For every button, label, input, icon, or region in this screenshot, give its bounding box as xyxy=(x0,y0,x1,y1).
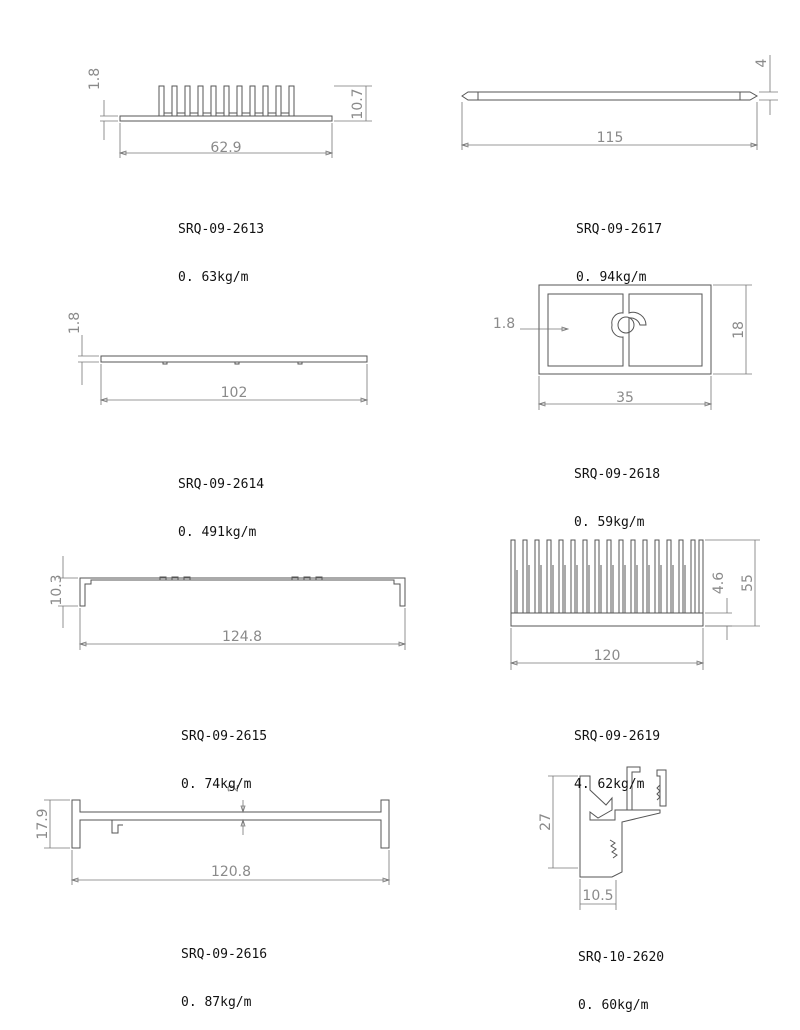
dim-line-2613-base xyxy=(100,100,118,140)
dim-2616-height: 17.9 xyxy=(35,808,51,839)
profile-weight: 0. 74kg/m xyxy=(181,777,252,792)
dim-line-2613-width xyxy=(118,123,334,158)
plate-2614-outline xyxy=(100,355,368,363)
profile-code: SRQ-09-2617 xyxy=(576,222,663,237)
heatsink-2613-fins xyxy=(158,85,295,116)
dim-2619-base: 4.6 xyxy=(711,572,727,594)
caption-srq-09-2616: SRQ-09-2616 0. 87kg/m xyxy=(181,915,267,1027)
caption-srq-09-2614: SRQ-09-2614 0. 491kg/m xyxy=(178,445,264,557)
profile-drawing-sheet: 62.9 1.8 10.7 115 4 102 1.8 35 18 1.8 xyxy=(35,55,778,910)
caption-srq-09-2613: SRQ-09-2613 0. 63kg/m xyxy=(178,190,264,302)
dim-2614-width: 102 xyxy=(221,385,248,401)
heatsink-2619-fins xyxy=(510,539,704,613)
dim-2619-width: 120 xyxy=(594,648,621,664)
dim-2614-thickness: 1.8 xyxy=(67,312,83,334)
dim-line-2619-height xyxy=(705,539,760,627)
clip-2620-outline xyxy=(579,766,667,878)
tube-2618-cavity-left xyxy=(547,293,624,367)
dim-2613-height: 10.7 xyxy=(350,88,366,119)
caption-srq-09-2619: SRQ-09-2619 4. 62kg/m xyxy=(574,697,660,809)
drawing-srq-09-2614: 102 1.8 xyxy=(67,312,369,405)
dim-line-2619-base xyxy=(705,598,732,640)
drawing-srq-09-2618: 35 18 1.8 xyxy=(493,284,752,410)
dim-line-2614-width xyxy=(99,364,369,405)
profile-weight: 0. 94kg/m xyxy=(576,270,647,285)
dim-line-2619-width xyxy=(509,628,705,670)
dim-2613-base: 1.8 xyxy=(87,68,103,90)
dim-line-2616-thickness xyxy=(240,800,246,835)
drawing-srq-09-2616: 120.8 17.9 2 xyxy=(35,784,391,885)
profile-weight: 4. 62kg/m xyxy=(574,777,645,792)
profile-weight: 0. 59kg/m xyxy=(574,515,645,530)
dim-line-2618-width xyxy=(537,376,713,410)
dim-2619-height: 55 xyxy=(740,574,756,592)
tube-2618-cavity-right xyxy=(628,293,703,367)
profile-weight: 0. 63kg/m xyxy=(178,270,249,285)
dim-line-2617-width xyxy=(460,102,759,150)
profile-weight: 0. 60kg/m xyxy=(578,998,649,1013)
dim-line-2618-wall xyxy=(520,326,570,332)
profile-code: SRQ-09-2618 xyxy=(574,467,661,482)
caption-srq-09-2615: SRQ-09-2615 0. 74kg/m xyxy=(181,697,267,809)
caption-srq-09-2617: SRQ-09-2617 0. 94kg/m xyxy=(576,190,662,302)
dim-2617-thickness: 4 xyxy=(754,58,770,67)
dim-2618-height: 18 xyxy=(731,321,747,339)
profile-weight: 0. 87kg/m xyxy=(181,995,252,1010)
drawing-srq-10-2620: 27 10.5 xyxy=(538,766,667,910)
drawing-srq-09-2619: 120 4.6 55 xyxy=(509,539,760,670)
dim-2620-width: 10.5 xyxy=(582,888,613,904)
profile-code: SRQ-10-2620 xyxy=(578,950,665,965)
cover-2615-outline xyxy=(79,577,406,607)
profile-code: SRQ-09-2614 xyxy=(178,477,265,492)
dim-line-2616-width xyxy=(70,850,391,885)
drawing-srq-09-2617: 115 4 xyxy=(460,55,778,150)
drawing-srq-09-2615: 124.8 10.3 xyxy=(49,556,407,650)
dim-2617-width: 115 xyxy=(597,130,624,146)
dim-2615-height: 10.3 xyxy=(49,574,65,605)
dim-line-2614-thickness xyxy=(78,335,99,385)
plate-2617-outline xyxy=(461,91,759,101)
dim-2618-width: 35 xyxy=(616,390,634,406)
dim-line-2615-width xyxy=(78,608,407,650)
dim-line-2620-width xyxy=(579,879,617,910)
heatsink-2619-base xyxy=(510,612,704,627)
dim-2620-height: 27 xyxy=(538,813,554,831)
dim-line-2615-height xyxy=(58,556,78,628)
heatsink-2613-outline xyxy=(119,115,333,122)
dim-line-2613-height xyxy=(334,85,372,122)
profile-code: SRQ-09-2615 xyxy=(181,729,268,744)
dim-2616-thickness: 2 xyxy=(226,784,242,793)
dim-line-2620-height xyxy=(548,775,578,869)
dim-2618-wall: 1.8 xyxy=(493,316,515,332)
caption-srq-09-2618: SRQ-09-2618 0. 59kg/m xyxy=(574,435,660,547)
profile-code: SRQ-09-2619 xyxy=(574,729,661,744)
profile-code: SRQ-09-2616 xyxy=(181,947,268,962)
profile-code: SRQ-09-2613 xyxy=(178,222,265,237)
channel-2616-outline xyxy=(71,799,390,849)
dim-2616-width: 120.8 xyxy=(211,864,251,880)
profile-weight: 0. 491kg/m xyxy=(178,525,257,540)
dim-line-2618-height xyxy=(713,284,752,375)
dim-2613-width: 62.9 xyxy=(210,140,241,156)
dim-line-2617-thickness xyxy=(759,55,778,115)
dim-2615-width: 124.8 xyxy=(222,629,262,645)
drawing-srq-09-2613: 62.9 1.8 10.7 xyxy=(87,68,372,158)
dim-line-2616-height xyxy=(44,799,70,849)
tube-2618-outer xyxy=(538,284,712,375)
caption-srq-10-2620: SRQ-10-2620 0. 60kg/m xyxy=(578,918,664,1030)
